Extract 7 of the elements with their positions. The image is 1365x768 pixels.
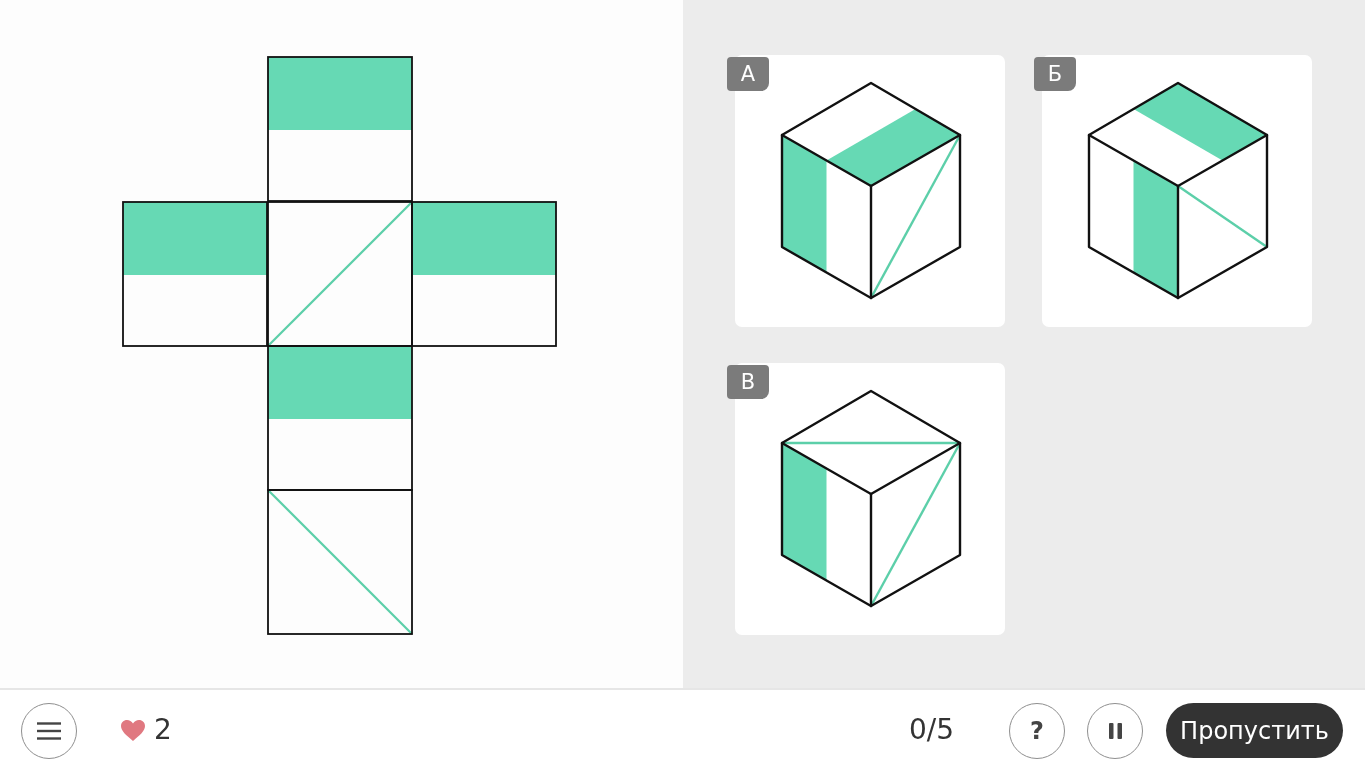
progress-counter: 0/5 [909,713,955,747]
option-letter: В [727,365,769,399]
lives-count: 2 [154,713,172,747]
help-button: ? [1009,703,1065,759]
option-letter: А [727,57,769,91]
option-letter: Б [1034,57,1076,91]
skip-button: Пропустить [1166,703,1343,758]
